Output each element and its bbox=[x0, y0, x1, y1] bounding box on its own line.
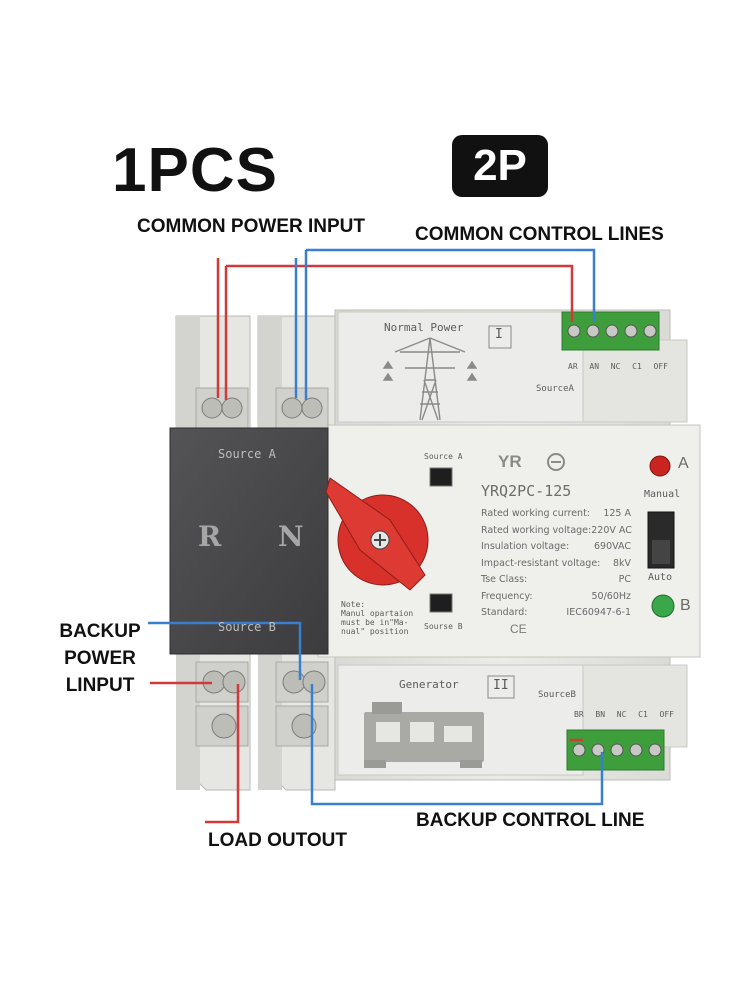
indicator-b-label: B bbox=[680, 597, 691, 614]
module-top-source: SourceA bbox=[536, 384, 574, 394]
callout-common-power-input: COMMON POWER INPUT bbox=[137, 216, 365, 237]
terminal-label: OFF bbox=[659, 710, 674, 719]
cover-r-label: R bbox=[198, 520, 222, 553]
source-b-window bbox=[429, 593, 453, 613]
brand-logo-icon bbox=[547, 453, 565, 471]
note-line: Manul opartaion bbox=[341, 609, 414, 618]
indicator-a-label: A bbox=[678, 455, 689, 472]
module-top-title: Normal Power bbox=[384, 321, 464, 334]
window-b-label: Sourse B bbox=[424, 622, 463, 631]
callout-load-output: LOAD OUTOUT bbox=[208, 830, 347, 851]
spec-row: Tse Class: PC bbox=[481, 574, 631, 591]
screw-icons-bottom bbox=[195, 661, 329, 747]
callout-line: POWER bbox=[64, 648, 136, 669]
control-terminal-top bbox=[561, 311, 660, 351]
spec-row: Frequency: 50/60Hz bbox=[481, 591, 631, 608]
terminal-label: NC bbox=[610, 362, 621, 371]
spec-label: Tse Class: bbox=[481, 574, 528, 585]
spec-row: Rated working current: 125 A bbox=[481, 508, 631, 525]
indicator-a-lamp bbox=[649, 455, 671, 477]
spec-value: 125 A bbox=[603, 508, 631, 519]
model-label: YRQ2PC-125 bbox=[481, 482, 572, 500]
terminal-labels-top: AR AN NC C1 OFF bbox=[568, 362, 668, 371]
generator-icon bbox=[364, 702, 484, 768]
terminal-label: BN bbox=[595, 710, 606, 719]
terminal-label: AR bbox=[568, 362, 578, 371]
module-bottom-source: SourceB bbox=[538, 690, 576, 700]
spec-label: Insulation voltage: bbox=[481, 541, 570, 552]
note-line: must be in"Ma- bbox=[341, 618, 409, 627]
spec-value: 50/60Hz bbox=[591, 590, 631, 602]
spec-label: Impact-resistant voltage: bbox=[481, 557, 601, 569]
window-a-label: Source A bbox=[424, 452, 463, 461]
callout-line: BACKUP bbox=[59, 621, 141, 642]
power-tower-icon bbox=[382, 337, 478, 421]
spec-value: 690VAC bbox=[594, 541, 631, 552]
manual-label: Manual bbox=[644, 489, 681, 500]
spec-table: Rated working current: 125 A Rated workin… bbox=[481, 508, 632, 624]
manual-note: Note: Manul opartaion must be in"Ma- nua… bbox=[341, 600, 413, 636]
terminal-label: NC bbox=[616, 710, 627, 719]
spec-row: Impact-resistant voltage: 8kV bbox=[481, 558, 631, 575]
red-wires bbox=[150, 258, 583, 824]
terminal-label: C1 bbox=[632, 362, 642, 371]
quantity-label: 1PCS bbox=[112, 136, 278, 205]
spec-value: PC bbox=[618, 574, 631, 585]
source-a-window bbox=[429, 467, 453, 487]
terminal-label: BR bbox=[574, 710, 584, 719]
cover-source-b: Source B bbox=[218, 620, 276, 634]
spec-label: Frequency: bbox=[481, 590, 533, 602]
ce-mark: CE bbox=[510, 622, 527, 636]
note-line: nual" position bbox=[341, 627, 409, 636]
note-line: Note: bbox=[341, 600, 366, 609]
module-bottom-title: Generator bbox=[399, 678, 459, 691]
spec-row: Standard: IEC60947-6-1 bbox=[481, 607, 631, 624]
callout-backup-control-line: BACKUP CONTROL LINE bbox=[416, 810, 645, 831]
auto-label: Auto bbox=[648, 572, 673, 583]
spec-value: 220V AC bbox=[591, 524, 632, 536]
terminal-labels-bottom: BR BN NC C1 OFF bbox=[574, 710, 674, 719]
screw-icons-top bbox=[195, 387, 329, 429]
cover-n-label: N bbox=[278, 520, 304, 553]
terminal-label: AN bbox=[589, 362, 600, 371]
spec-row: Rated working voltage:220V AC bbox=[481, 524, 632, 542]
brand-label: YR bbox=[498, 452, 522, 471]
roman-i-box bbox=[488, 325, 512, 349]
rotary-handle bbox=[325, 477, 429, 591]
pole-badge: 2P bbox=[452, 135, 548, 197]
roman-ii-box bbox=[487, 675, 515, 699]
spec-label: Standard: bbox=[481, 607, 528, 618]
spec-label: Rated working voltage: bbox=[481, 524, 592, 536]
cover-source-a: Source A bbox=[218, 447, 276, 461]
blue-wires bbox=[148, 248, 604, 806]
module-bottom-roman: II bbox=[493, 678, 509, 693]
spec-label: Rated working current: bbox=[481, 508, 591, 519]
spec-value: IEC60947-6-1 bbox=[566, 607, 631, 618]
terminal-label: C1 bbox=[638, 710, 648, 719]
callout-backup-power-input: BACKUP POWER LINPUT bbox=[45, 618, 155, 699]
callout-line: LINPUT bbox=[65, 675, 135, 696]
indicator-b-lamp bbox=[651, 594, 675, 618]
callout-common-control-lines: COMMON CONTROL LINES bbox=[415, 224, 664, 245]
module-top-roman: I bbox=[495, 327, 503, 342]
control-terminal-bottom bbox=[566, 729, 665, 771]
terminal-cover bbox=[169, 427, 329, 655]
spec-row: Insulation voltage: 690VAC bbox=[481, 541, 631, 558]
terminal-label: OFF bbox=[653, 362, 668, 371]
spec-value: 8kV bbox=[612, 557, 631, 569]
